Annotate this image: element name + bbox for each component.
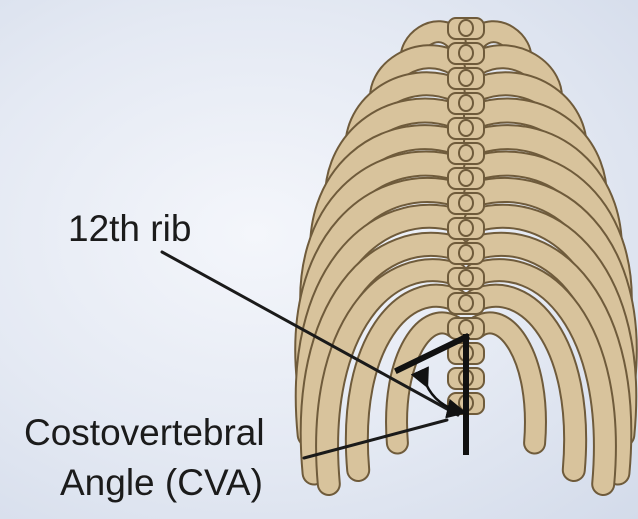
- cva-label-line-2: Angle (CVA): [60, 464, 263, 501]
- spinous-process: [459, 95, 473, 111]
- spinous-process: [459, 195, 473, 211]
- spinous-process: [459, 220, 473, 236]
- rib-right-12: [476, 323, 535, 443]
- spinous-process: [459, 170, 473, 186]
- spinous-process: [459, 245, 473, 261]
- spinous-process: [459, 295, 473, 311]
- spinous-process: [459, 145, 473, 161]
- spinous-process: [459, 270, 473, 286]
- spinous-process: [459, 20, 473, 36]
- spinous-process: [459, 320, 473, 336]
- left-ribs: [307, 32, 456, 484]
- twelfth-rib-label: 12th rib: [68, 210, 191, 247]
- spinous-process: [459, 45, 473, 61]
- right-ribs: [476, 32, 625, 484]
- spinous-process: [459, 120, 473, 136]
- spinous-process: [459, 70, 473, 86]
- cva-label-line-1: Costovertebral: [24, 414, 265, 451]
